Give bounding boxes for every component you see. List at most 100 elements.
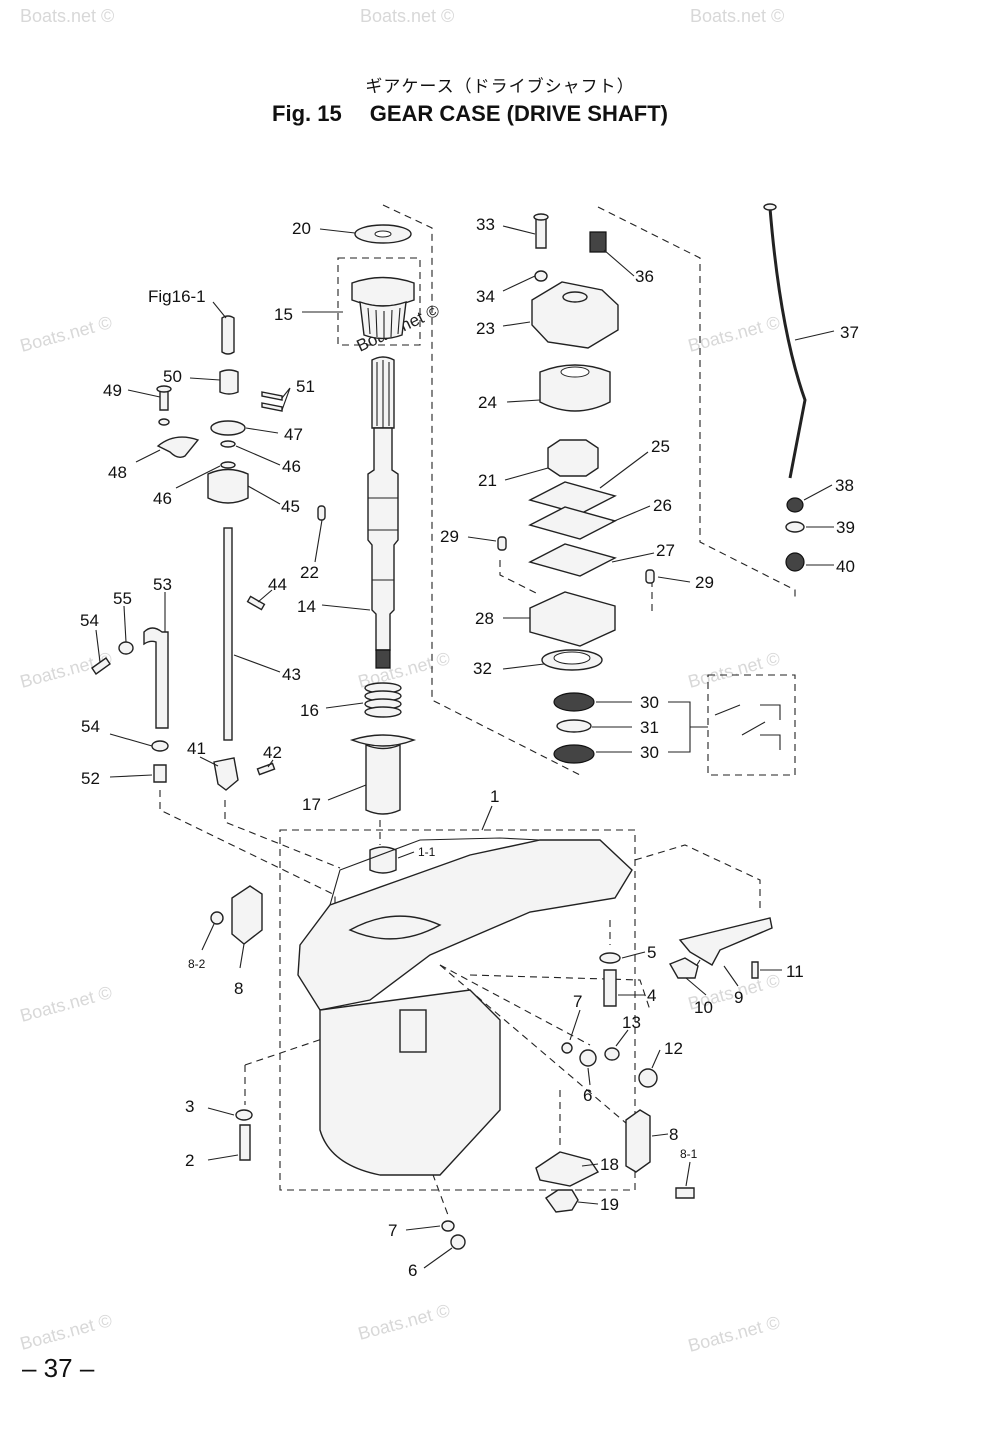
liner-part-24 (539, 364, 611, 412)
plate-part-9 (678, 917, 773, 966)
watermark: Boats.net © (18, 982, 114, 1026)
water-tube-part-37 (768, 207, 807, 479)
watermark: Boats.net © (686, 1312, 782, 1356)
callout-labels: 20 15 Fig16-1 50 51 49 47 46 48 46 45 22… (80, 215, 859, 1280)
impeller-part-21 (547, 439, 599, 477)
shift-rod-assembly (91, 315, 283, 791)
callout-54: 54 (81, 717, 100, 736)
plate-part-48 (156, 436, 200, 459)
callout-29: 29 (695, 573, 714, 592)
sleeve-part-17 (349, 734, 417, 747)
callout-19: 19 (600, 1195, 619, 1214)
callout-8: 8 (669, 1125, 678, 1144)
seal-part-30 (553, 692, 595, 712)
bushing-part-1-1 (369, 846, 397, 874)
callout-36: 36 (635, 267, 654, 286)
figure-title: GEAR CASE (DRIVE SHAFT) (369, 101, 668, 126)
callout-24: 24 (478, 393, 497, 412)
grommet-part-40 (785, 552, 805, 572)
callout-48: 48 (108, 463, 127, 482)
bolt-part-49 (159, 389, 169, 411)
callout-23: 23 (476, 319, 495, 338)
japanese-title: ギアケース（ドライブシャフト） (365, 77, 635, 96)
callout-46: 46 (153, 489, 172, 508)
shift-rod-part-43 (223, 527, 233, 741)
callout-27: 27 (656, 541, 675, 560)
bolt-part-8-2 (210, 911, 224, 925)
watermark: Boats.net © (690, 6, 784, 26)
watermark: Boats.net © (686, 648, 782, 692)
watermark: Boats.net © (356, 1300, 452, 1344)
leader-lines (95, 225, 835, 1269)
washer-part-34 (534, 270, 548, 282)
callout-7: 7 (573, 992, 582, 1011)
callout-9: 9 (734, 988, 743, 1007)
bolt-part-8-1 (675, 1187, 695, 1199)
shift-cam-part-41 (213, 757, 239, 791)
washer-part-31 (556, 719, 592, 733)
callout-3: 3 (185, 1097, 194, 1116)
oring-part-47 (210, 420, 246, 436)
callout-10: 10 (694, 998, 713, 1017)
bolt-part-33 (535, 217, 547, 249)
callout-55: 55 (113, 589, 132, 608)
bushing-part-45 (207, 468, 249, 504)
pump-base-part-28 (529, 591, 616, 647)
plug-part-12 (638, 1068, 658, 1088)
callout-8-1: 8-1 (680, 1147, 698, 1161)
callout-53: 53 (153, 575, 172, 594)
figure-title-row: Fig. 15 GEAR CASE (DRIVE SHAFT) (0, 101, 940, 127)
callout-13: 13 (622, 1013, 641, 1032)
callout-46: 46 (282, 457, 301, 476)
gasket-part-27 (528, 543, 617, 577)
callout-18: 18 (600, 1155, 619, 1174)
washer-part-13 (604, 1047, 620, 1061)
washer-part-54 (151, 740, 169, 752)
callout-1: 1 (490, 787, 499, 806)
callout-6: 6 (583, 1086, 592, 1105)
clamp-part-55 (118, 641, 134, 655)
callout-40: 40 (836, 557, 855, 576)
callout-49: 49 (103, 381, 122, 400)
rod-part-fig16-1 (221, 315, 235, 355)
callout-2: 2 (185, 1151, 194, 1170)
watermark: Boats.net © (18, 312, 114, 356)
figure-number: Fig. 15 (272, 101, 342, 126)
callout-31: 31 (640, 718, 659, 737)
bolt-part-4 (603, 969, 617, 1007)
callout-37: 37 (840, 323, 859, 342)
callout-11: 11 (786, 962, 804, 981)
bolt-part-2 (239, 1124, 251, 1161)
pin-part-51 (261, 391, 283, 401)
watermark: Boats.net © (20, 6, 114, 26)
bracket-part-10 (668, 957, 699, 979)
callout-30: 30 (640, 743, 659, 762)
callout-7: 7 (388, 1221, 397, 1240)
pin-part-29 (497, 536, 507, 551)
watermark: Boats.net © (18, 1310, 114, 1354)
nut-part-19 (545, 1189, 579, 1213)
coupler-part-50 (219, 369, 239, 395)
callout-54: 54 (80, 611, 99, 630)
washer-part-3 (235, 1109, 253, 1121)
callout-6: 6 (408, 1261, 417, 1280)
assembly-guide-lines (159, 204, 796, 1216)
callout-26: 26 (653, 496, 672, 515)
callout-43: 43 (282, 665, 301, 684)
plug-part-6b (450, 1234, 466, 1250)
anode-part-8b (625, 1109, 651, 1173)
callout-41: 41 (187, 739, 206, 758)
callout-30: 30 (640, 693, 659, 712)
pin-part-44 (246, 595, 266, 611)
callout-22: 22 (300, 563, 319, 582)
washer-part-7b (441, 1220, 455, 1232)
nipple-part-54 (91, 657, 111, 675)
callout-20: 20 (292, 219, 311, 238)
screw-part-11 (751, 961, 759, 979)
callout-29: 29 (440, 527, 459, 546)
pin-part-42 (256, 762, 276, 776)
callout-16: 16 (300, 701, 319, 720)
callout-39: 39 (836, 518, 855, 537)
callout-17: 17 (302, 795, 321, 814)
